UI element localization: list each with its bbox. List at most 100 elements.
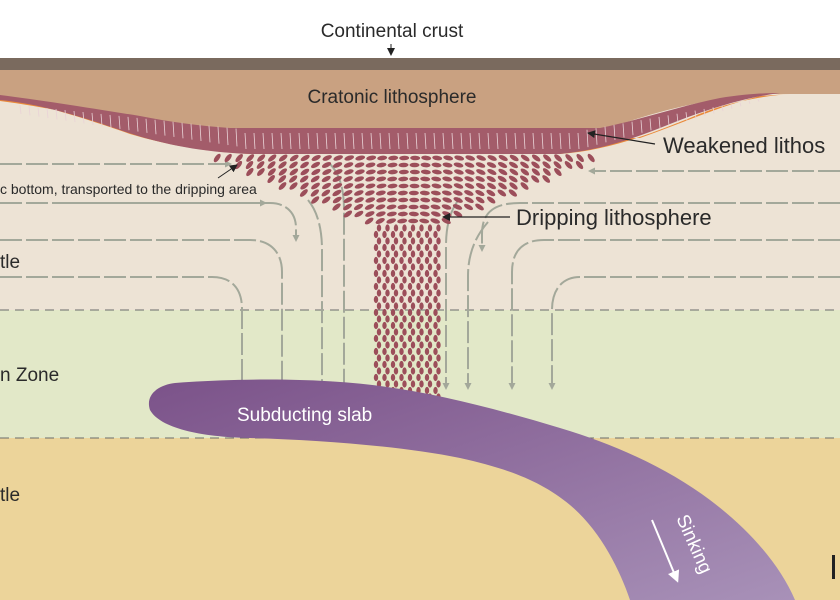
- drip-blob: [486, 175, 496, 183]
- fracture-tick: [658, 116, 661, 128]
- drip-blob: [322, 169, 332, 175]
- fracture-tick: [649, 118, 652, 131]
- drip-blob: [436, 250, 441, 258]
- fracture-tick: [289, 132, 292, 150]
- drip-blob: [424, 243, 430, 252]
- drip-blob: [498, 168, 508, 176]
- fracture-tick: [19, 105, 22, 115]
- drip-blob: [427, 237, 433, 245]
- drip-blob: [419, 224, 424, 232]
- drip-blob: [267, 175, 275, 183]
- drip-blob: [424, 360, 430, 369]
- fracture-tick: [235, 128, 238, 147]
- drip-blob: [213, 153, 221, 163]
- drip-blob: [333, 155, 343, 161]
- drip-blob: [354, 183, 365, 189]
- drip-blob: [464, 196, 474, 204]
- drip-blob: [431, 197, 442, 203]
- drip-blob: [344, 155, 355, 161]
- drip-blob: [498, 182, 507, 190]
- fracture-tick: [478, 132, 481, 150]
- drip-blob: [442, 169, 453, 175]
- drip-blob: [278, 161, 287, 169]
- drip-blob: [427, 276, 433, 284]
- drip-blob: [427, 289, 433, 297]
- drip-blob: [416, 243, 421, 252]
- drip-blob: [373, 321, 379, 330]
- drip-blob: [343, 203, 352, 211]
- drip-blob: [300, 154, 310, 162]
- drip-blob: [419, 380, 424, 388]
- drip-blob: [427, 302, 433, 310]
- drip-blob: [407, 347, 413, 356]
- fracture-tick: [334, 132, 337, 150]
- fracture-tick: [640, 120, 643, 133]
- drip-blob: [376, 237, 382, 245]
- drip-blob: [385, 289, 390, 297]
- drip-blob: [332, 203, 341, 211]
- drip-blob: [365, 176, 376, 182]
- drip-blob: [531, 168, 540, 176]
- fracture-tick: [532, 132, 535, 150]
- drip-blob: [289, 161, 298, 169]
- drip-blob: [476, 155, 486, 161]
- drip-blob: [453, 210, 463, 218]
- drip-blob: [402, 354, 407, 362]
- drip-blob: [410, 250, 416, 258]
- flow-arrow: [0, 239, 286, 390]
- weakened-lithosphere-label: Weakened lithos: [663, 133, 825, 158]
- drip-blob: [464, 162, 475, 168]
- drip-blob: [419, 354, 424, 362]
- drip-blob: [376, 341, 382, 349]
- drip-blob: [387, 183, 398, 189]
- flow-arrow: [478, 202, 840, 252]
- drip-blob: [373, 230, 379, 239]
- drip-blob: [390, 282, 396, 291]
- drip-blob: [408, 218, 419, 224]
- drip-blob: [409, 169, 420, 175]
- drip-blob: [442, 162, 453, 168]
- fracture-tick: [631, 121, 634, 136]
- fracture-tick: [64, 110, 67, 121]
- drip-blob: [454, 169, 464, 175]
- drip-blob: [354, 162, 365, 168]
- drip-blob: [310, 175, 320, 183]
- drip-blob: [399, 155, 410, 161]
- drip-blob: [300, 161, 309, 169]
- drip-blob: [554, 168, 562, 176]
- drip-blob: [419, 190, 430, 196]
- drip-blob: [246, 154, 255, 162]
- drip-blob: [464, 183, 475, 189]
- fracture-tick: [73, 110, 76, 123]
- drip-blob: [402, 367, 407, 375]
- drip-blob: [475, 203, 484, 211]
- drip-blob: [382, 295, 387, 304]
- fracture-tick: [685, 112, 688, 121]
- drip-blob: [257, 154, 266, 162]
- drip-blob: [376, 183, 387, 189]
- drip-blob: [393, 367, 399, 375]
- drip-blob: [393, 237, 399, 245]
- weakened-lithosphere-fractures: [19, 99, 760, 150]
- drip-blob: [332, 162, 343, 168]
- drip-blob: [311, 154, 321, 162]
- fracture-tick: [541, 132, 544, 150]
- drip-blob: [416, 230, 421, 239]
- drip-blob: [407, 295, 413, 304]
- drip-blob: [419, 250, 424, 258]
- fracture-tick: [523, 132, 526, 150]
- drip-blob: [311, 182, 320, 190]
- drip-blob: [321, 196, 331, 204]
- drip-blob: [311, 168, 321, 176]
- drip-blob: [575, 160, 584, 170]
- fracture-tick: [226, 127, 229, 146]
- fracture-tick: [739, 102, 742, 107]
- drip-blob: [419, 211, 430, 217]
- drip-blob: [419, 289, 424, 297]
- fracture-tick: [748, 100, 751, 105]
- drip-blob: [420, 176, 431, 182]
- drip-blob: [382, 321, 387, 330]
- drip-blob: [398, 162, 409, 168]
- drip-blob: [311, 196, 320, 204]
